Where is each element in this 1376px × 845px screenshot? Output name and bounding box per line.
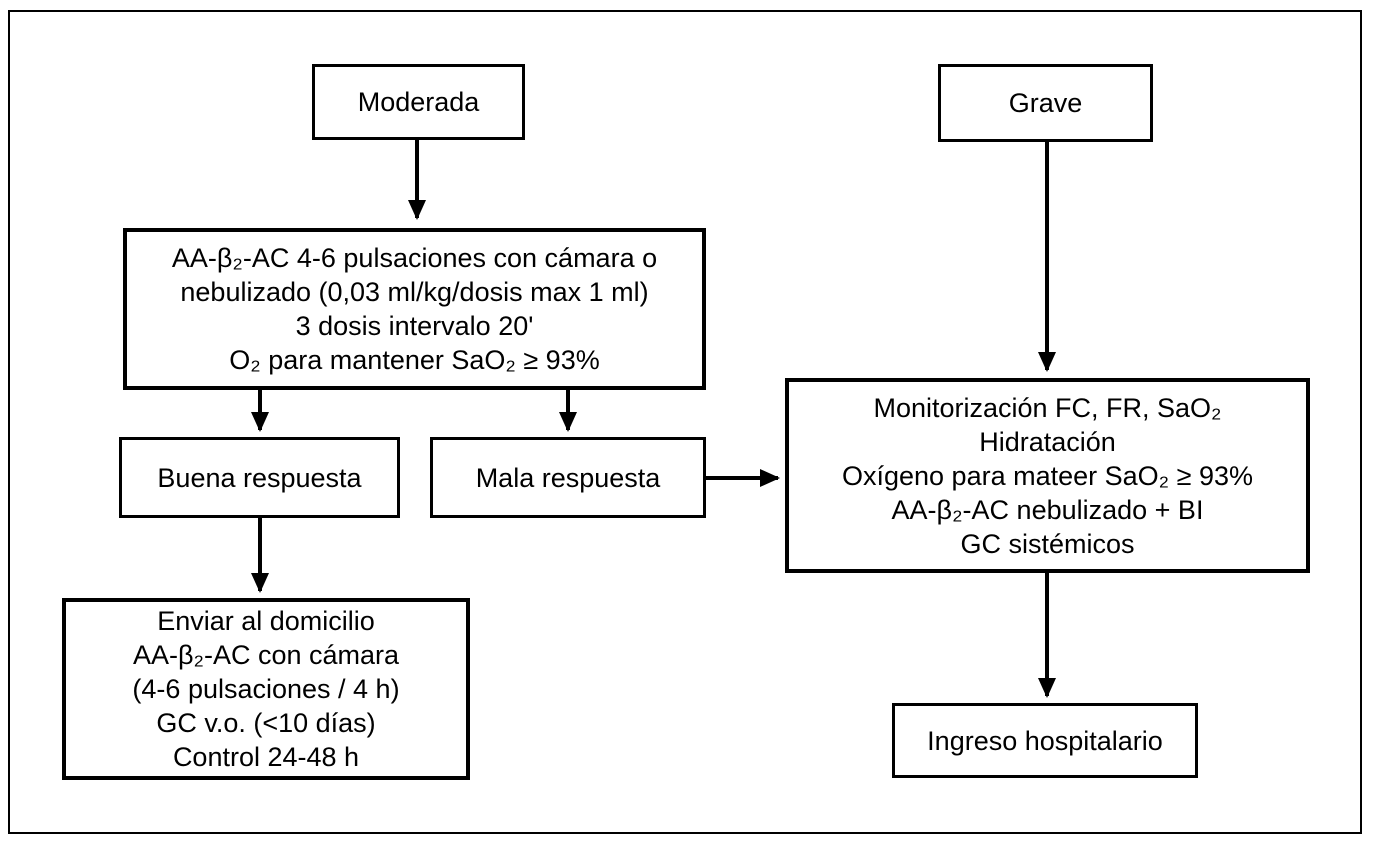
node-ingreso-hospitalario-label: Ingreso hospitalario bbox=[927, 725, 1163, 756]
node-treatment-line: nebulizado (0,03 ml/kg/dosis max 1 ml) bbox=[180, 277, 649, 307]
node-monitorizacion-line: AA-β₂-AC nebulizado + BI bbox=[891, 494, 1204, 525]
diagram-border bbox=[8, 10, 1362, 834]
node-treatment-line: AA-β₂-AC 4-6 pulsaciones con cámara o bbox=[171, 243, 658, 273]
node-treatment: AA-β₂-AC 4-6 pulsaciones con cámara o ne… bbox=[123, 228, 706, 390]
node-monitorizacion-line: Hidratación bbox=[979, 426, 1116, 457]
node-enviar-domicilio-line: Control 24-48 h bbox=[172, 742, 360, 772]
node-moderada-label: Moderada bbox=[357, 87, 480, 117]
node-buena-respuesta: Buena respuesta bbox=[119, 437, 400, 518]
node-treatment-line: 3 dosis intervalo 20' bbox=[295, 311, 534, 341]
node-enviar-domicilio-line: GC v.o. (<10 días) bbox=[156, 708, 376, 738]
node-monitorizacion-line: Oxígeno para mateer SaO₂ ≥ 93% bbox=[841, 460, 1253, 491]
node-mala-respuesta: Mala respuesta bbox=[430, 437, 706, 518]
node-enviar-domicilio-line: Enviar al domicilio bbox=[157, 606, 375, 636]
node-enviar-domicilio: Enviar al domicilio AA-β₂-AC con cámara … bbox=[62, 598, 470, 780]
node-grave-label: Grave bbox=[1008, 88, 1083, 118]
node-grave: Grave bbox=[938, 64, 1153, 142]
node-monitorizacion-line: GC sistémicos bbox=[960, 528, 1135, 559]
node-moderada: Moderada bbox=[312, 64, 525, 140]
node-monitorizacion: Monitorización FC, FR, SaO₂ Hidratación … bbox=[785, 378, 1310, 573]
node-ingreso-hospitalario: Ingreso hospitalario bbox=[892, 703, 1198, 778]
node-buena-respuesta-label: Buena respuesta bbox=[157, 462, 362, 493]
node-monitorizacion-line: Monitorización FC, FR, SaO₂ bbox=[873, 392, 1222, 423]
node-treatment-line: O₂ para mantener SaO₂ ≥ 93% bbox=[229, 345, 600, 375]
node-enviar-domicilio-line: AA-β₂-AC con cámara bbox=[132, 640, 400, 670]
node-enviar-domicilio-line: (4-6 pulsaciones / 4 h) bbox=[132, 674, 400, 704]
node-mala-respuesta-label: Mala respuesta bbox=[475, 462, 661, 493]
